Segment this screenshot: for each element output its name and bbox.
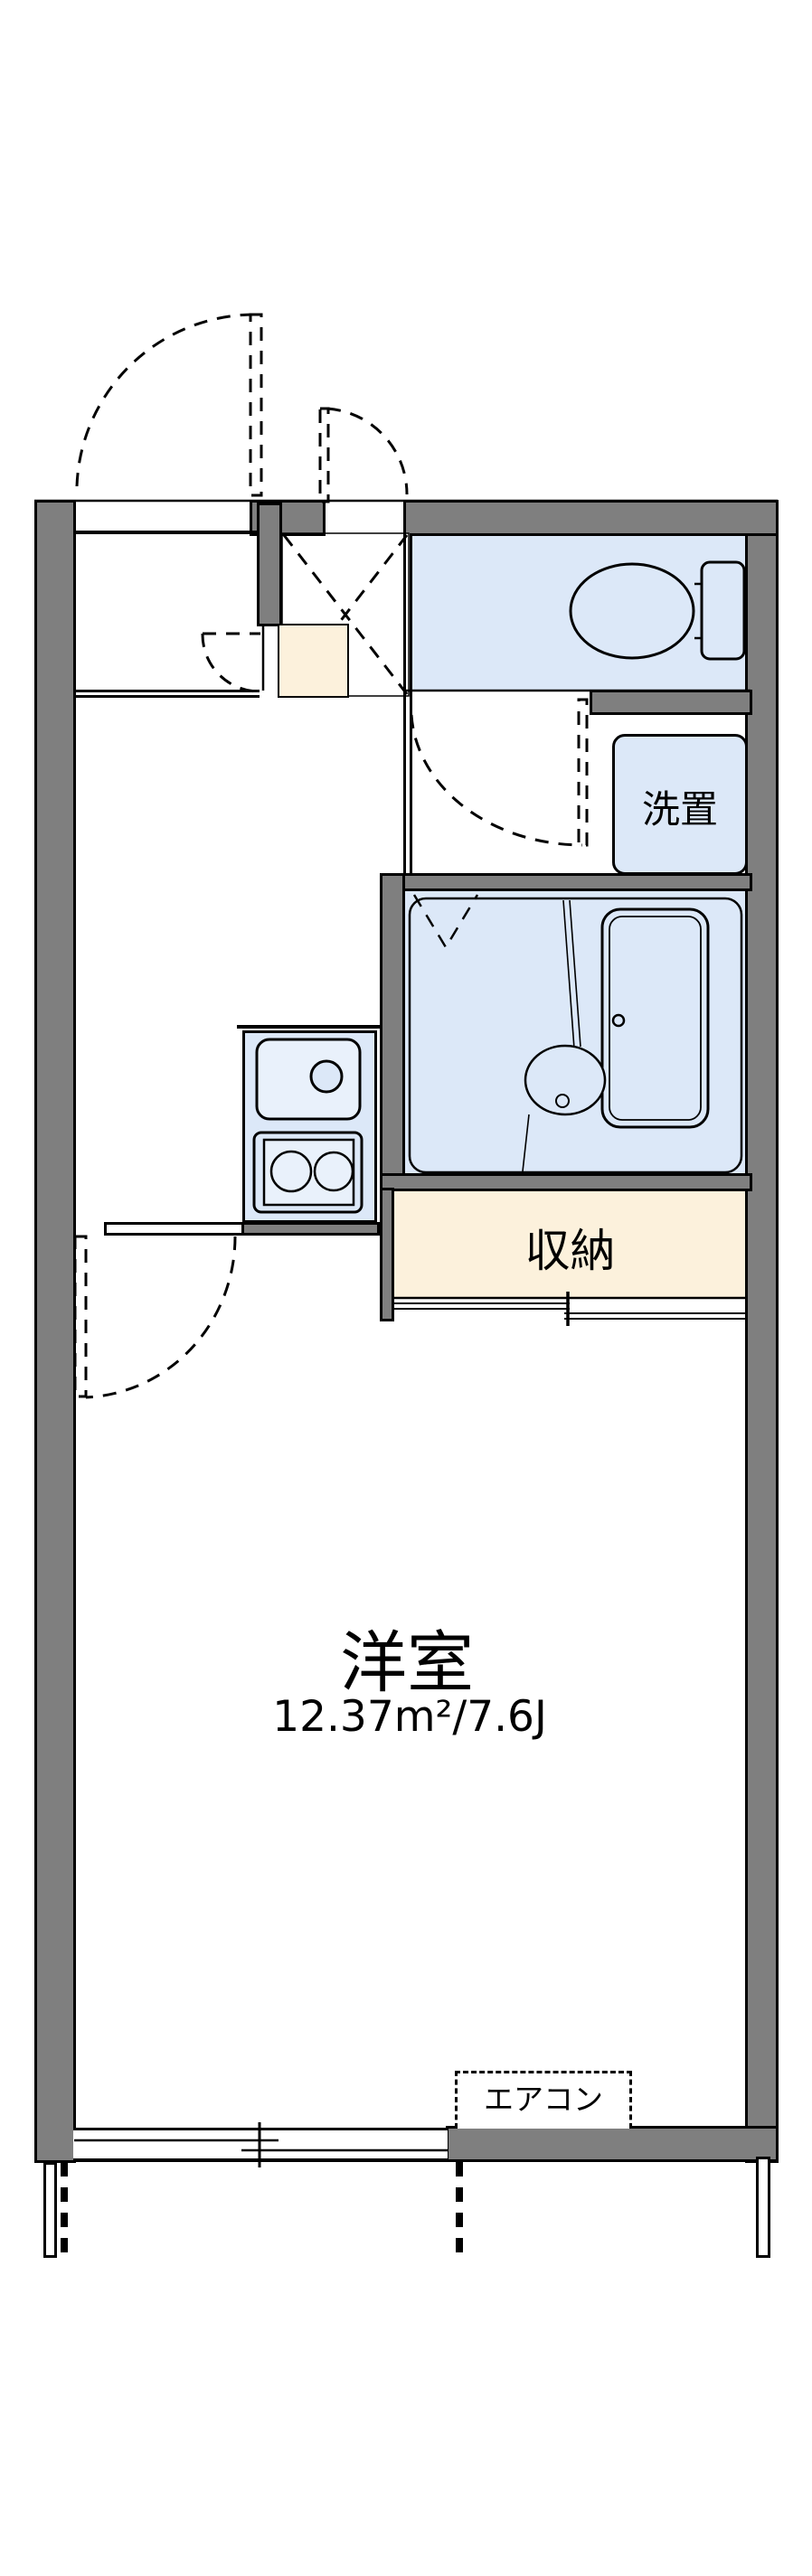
kitchen-faucet (309, 1059, 344, 1094)
entrance-side-wall (257, 503, 282, 626)
balcony-post-left (43, 2162, 57, 2258)
room-name-label: 洋室 (340, 1624, 474, 1702)
bathtub-knob (611, 1013, 626, 1028)
hall-room-partition-gray (241, 1222, 380, 1236)
closet-bottom-partition (76, 690, 260, 698)
room-area-label: 12.37m²/7.6J (272, 1692, 547, 1742)
laundry-label: 洗置 (641, 787, 718, 832)
bath-basin-tail (522, 1114, 530, 1172)
bathtub-inner (609, 916, 702, 1121)
stove-burner-left (269, 1150, 313, 1193)
closet-door-arc (201, 633, 260, 693)
entrance-door-arc (75, 313, 254, 487)
storage-label: 収納 (524, 1225, 616, 1277)
storage-left-wall (380, 1188, 394, 1321)
washing-machine-pan (612, 734, 748, 875)
storage-floor (392, 1188, 748, 1298)
bathtub-outer (600, 907, 710, 1129)
hall-room-partition (104, 1222, 243, 1236)
bathroom-left-wall (380, 873, 405, 1191)
kitchen-stove-top (262, 1138, 355, 1207)
main-room-door-leaf (73, 1235, 88, 1398)
kitchen-sink (255, 1038, 362, 1121)
bath-door-fold-mark (412, 894, 479, 950)
bath-partition-line-2 (562, 899, 575, 1049)
bath-partition-line-1 (569, 899, 581, 1048)
side-door-leaf (318, 407, 330, 503)
toilet-tank (700, 560, 746, 661)
stove-burner-right (313, 1151, 354, 1192)
hall-toilet-partition (403, 533, 412, 875)
bath-basin-drain (555, 1094, 570, 1108)
aircon-label: エアコン (484, 2082, 603, 2117)
main-room-door-arc (85, 1236, 237, 1399)
toilet-door-leaf (577, 698, 589, 847)
balcony-post-right (756, 2157, 770, 2258)
entrance-door-leaf (249, 313, 263, 497)
toilet-bowl (569, 562, 695, 660)
genkan-floor (278, 624, 349, 698)
right-outer-wall (745, 500, 779, 2163)
aircon-box: エアコン (455, 2071, 632, 2129)
bath-basin (524, 1044, 607, 1116)
side-door-arc (326, 407, 409, 495)
bath-shell (408, 897, 743, 1174)
wall-below-bathroom (380, 1173, 752, 1191)
toilet-door-arc (410, 714, 583, 847)
top-wall-right (403, 500, 779, 536)
